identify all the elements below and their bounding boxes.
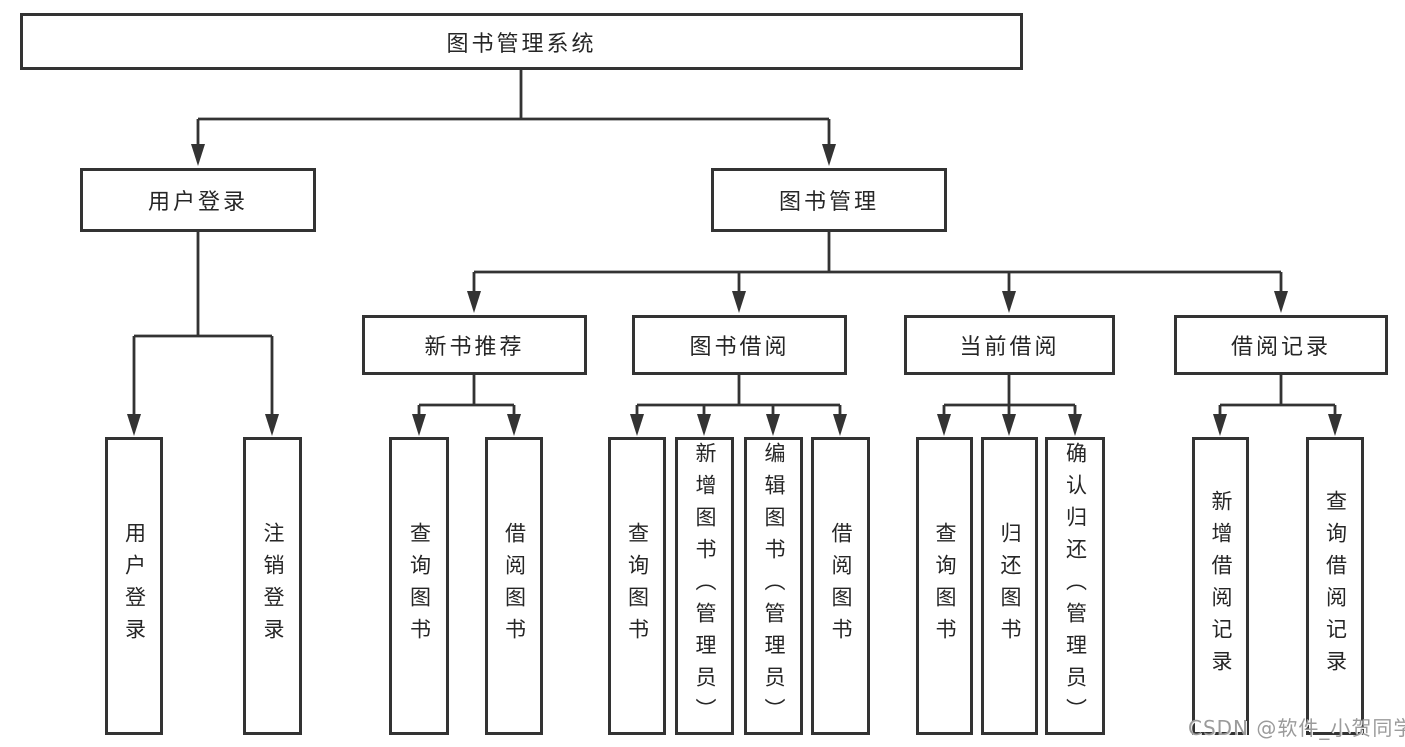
leaf-label: 查询图书 xyxy=(407,522,432,650)
leaf-add-borrow-record: 新增借阅记录 xyxy=(1192,437,1249,735)
node-current-borrow-label: 当前借阅 xyxy=(959,335,1060,360)
leaf-label: 归还图书 xyxy=(998,522,1022,650)
leaf-label: 新增借阅记录 xyxy=(1209,490,1233,682)
leaf-add-books-admin: 新增图书（管理员） xyxy=(675,437,734,735)
leaf-edit-books-admin: 编辑图书（管理员） xyxy=(744,437,803,735)
leaf-query-books-borrow: 查询图书 xyxy=(608,437,666,735)
leaf-label: 编辑图书（管理员） xyxy=(762,442,786,730)
node-book-borrow-label: 图书借阅 xyxy=(689,335,790,360)
node-user-login: 用户登录 xyxy=(80,168,316,232)
leaf-borrow-books: 借阅图书 xyxy=(811,437,870,735)
node-library-system: 图书管理系统 xyxy=(20,13,1023,70)
leaf-label: 用户登录 xyxy=(122,522,147,650)
leaf-confirm-return-admin: 确认归还（管理员） xyxy=(1045,437,1105,735)
leaf-query-borrow-record: 查询借阅记录 xyxy=(1306,437,1364,735)
leaf-user-login: 用户登录 xyxy=(105,437,163,735)
leaf-label: 注销登录 xyxy=(261,522,285,650)
node-new-book-recommend: 新书推荐 xyxy=(362,315,587,375)
leaf-label: 借阅图书 xyxy=(829,522,853,650)
node-borrow-records: 借阅记录 xyxy=(1174,315,1388,375)
leaf-query-books-current: 查询图书 xyxy=(916,437,973,735)
node-current-borrow: 当前借阅 xyxy=(904,315,1115,375)
leaf-query-books-recommend: 查询图书 xyxy=(389,437,449,735)
leaf-label: 借阅图书 xyxy=(502,522,527,650)
leaf-borrow-books-recommend: 借阅图书 xyxy=(485,437,543,735)
node-library-system-label: 图书管理系统 xyxy=(446,31,597,57)
node-borrow-records-label: 借阅记录 xyxy=(1230,335,1331,360)
leaf-label: 查询图书 xyxy=(625,522,650,650)
leaf-label: 确认归还（管理员） xyxy=(1063,442,1088,730)
leaf-label: 查询借阅记录 xyxy=(1323,490,1348,682)
leaf-label: 新增图书（管理员） xyxy=(693,442,717,730)
node-book-borrow: 图书借阅 xyxy=(632,315,847,375)
leaf-logout: 注销登录 xyxy=(243,437,302,735)
node-book-management: 图书管理 xyxy=(711,168,947,232)
node-new-book-recommend-label: 新书推荐 xyxy=(424,335,525,360)
csdn-watermark: CSDN @软件_小贺同学 xyxy=(1188,716,1405,740)
leaf-label: 查询图书 xyxy=(933,522,957,650)
leaf-return-books: 归还图书 xyxy=(981,437,1038,735)
node-user-login-label: 用户登录 xyxy=(147,190,248,215)
node-book-management-label: 图书管理 xyxy=(778,190,879,215)
